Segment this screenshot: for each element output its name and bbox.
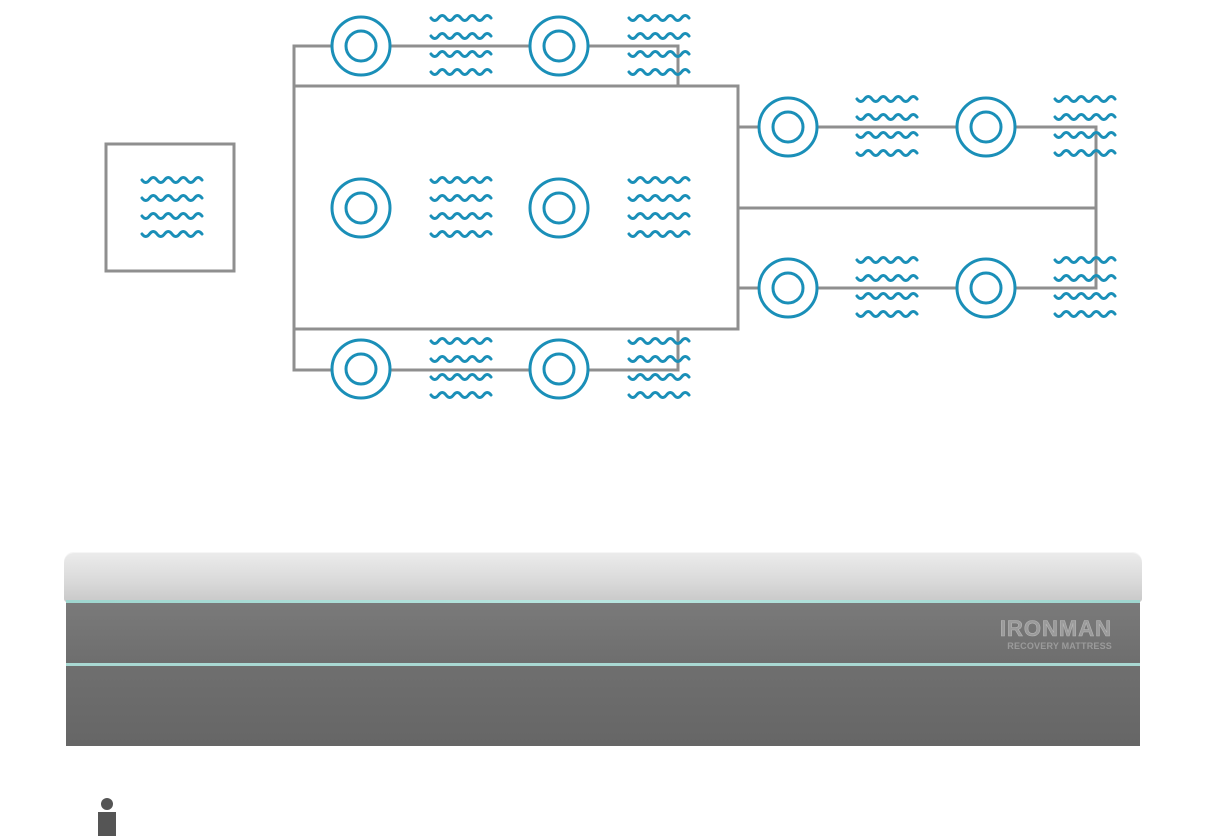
wave-icon: [429, 176, 493, 238]
brand-logo-text: IRONMAN: [999, 616, 1112, 641]
ring-icon: [757, 96, 819, 158]
ring-icon: [528, 15, 590, 77]
brand-logo-subtitle: RECOVERY MATTRESS: [1007, 641, 1112, 651]
mattress-top-layer: [64, 552, 1142, 602]
wave-icon: [1053, 256, 1117, 318]
bottom-bench: [292, 329, 680, 372]
wave-icon: [627, 176, 691, 238]
wave-icon: [429, 14, 493, 76]
wave-icon: [855, 256, 919, 318]
ring-icon: [330, 177, 392, 239]
ring-icon: [955, 96, 1017, 158]
mattress-seam: [66, 600, 1140, 603]
ring-icon: [528, 177, 590, 239]
wave-icon: [627, 337, 691, 399]
brand-logo: IRONMAN RECOVERY MATTRESS: [982, 616, 1112, 652]
top-bench: [292, 44, 680, 86]
mattress-image: IRONMAN RECOVERY MATTRESS: [64, 552, 1142, 836]
ring-icon: [528, 338, 590, 400]
mattress-upper-band: [66, 603, 1140, 663]
wave-icon: [855, 95, 919, 157]
wave-icon: [429, 337, 493, 399]
ring-icon: [955, 257, 1017, 319]
ring-icon: [330, 338, 392, 400]
wave-icon: [1053, 95, 1117, 157]
wave-icon: [627, 14, 691, 76]
ring-icon: [757, 257, 819, 319]
mattress-lower-band: [66, 666, 1140, 836]
ring-icon: [330, 15, 392, 77]
mattress-seam: [66, 663, 1140, 666]
side-table: [104, 142, 236, 273]
layout-diagram: [104, 14, 1117, 400]
brand-tag-icon: [98, 798, 116, 836]
wave-icon: [140, 176, 204, 238]
